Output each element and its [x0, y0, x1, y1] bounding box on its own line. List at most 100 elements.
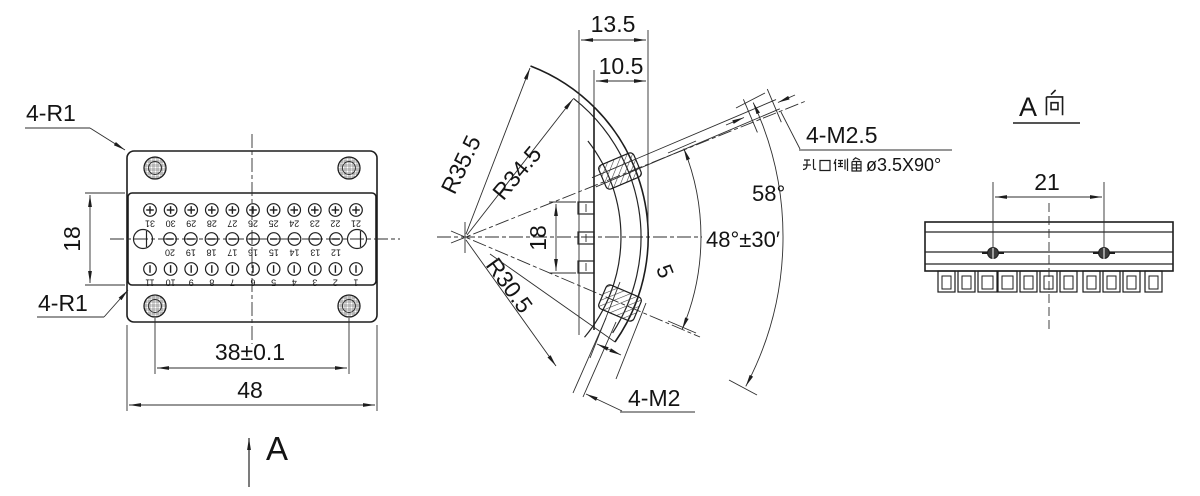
pin-number-18: 18 — [206, 248, 216, 258]
dim-18-label: 18 — [59, 226, 85, 252]
pin-number-22: 22 — [330, 219, 340, 229]
dim-height-18: 18 — [59, 192, 125, 286]
lower-thread-callout: 4-M2 — [572, 317, 695, 413]
pin-contact-27: 27 — [225, 203, 240, 229]
jack-screw-icon — [1093, 247, 1115, 259]
view-direction-arrow: A — [247, 430, 288, 487]
pin-contact-19: 19 — [183, 232, 198, 258]
pin-contact-30: 30 — [163, 203, 178, 229]
xiang-char-glyph — [1045, 89, 1064, 116]
pin-contact-26: 26 — [246, 203, 260, 229]
dim-21-label: 21 — [1034, 169, 1060, 195]
dim-38-label: 38±0.1 — [215, 339, 285, 365]
label-r345: R34.5 — [487, 141, 546, 205]
pin-contact-29: 29 — [184, 203, 199, 229]
right-view-a: A — [924, 89, 1174, 330]
label-58deg: 58° — [752, 181, 785, 206]
pin-contact-25: 25 — [266, 203, 281, 229]
dim-span-38: 38±0.1 — [154, 318, 350, 374]
bottom-edge — [489, 253, 616, 343]
pin-contact-4: 4 — [287, 262, 302, 288]
pin-number-8: 8 — [209, 278, 214, 288]
pin-contact-6: 6 — [246, 262, 260, 288]
upper-boss-hatched — [598, 152, 642, 190]
pin-contact-20: 20 — [163, 232, 177, 258]
pin-contact-31: 31 — [143, 203, 157, 229]
pin-number-29: 29 — [186, 219, 196, 229]
pin-number-4: 4 — [292, 278, 297, 288]
angle-58: 58° — [728, 92, 785, 396]
pin-contact-12: 12 — [329, 232, 343, 258]
pin-number-16: 16 — [248, 248, 258, 258]
terminal-tab — [957, 270, 976, 293]
screw-icon — [143, 156, 167, 180]
pin-contact-15: 15 — [266, 232, 281, 258]
pin-number-24: 24 — [289, 219, 299, 229]
callout-4r1-top: 4-R1 — [25, 100, 126, 151]
label-48deg: 48°±30′ — [706, 227, 780, 252]
pin-number-11: 11 — [145, 278, 154, 288]
chamfer-note-ascii: ø3.5X90° — [866, 155, 941, 175]
terminal-tab — [1082, 270, 1101, 293]
view-a-letter: A — [1019, 92, 1037, 122]
contact-tabs — [577, 201, 595, 274]
pin-contact-7: 7 — [225, 262, 240, 288]
dim-boss-5: 5 — [589, 261, 679, 380]
pin-number-3: 3 — [312, 278, 317, 288]
pin-contact-21: 21 — [349, 203, 363, 229]
pin-number-21: 21 — [351, 219, 361, 229]
pin-number-28: 28 — [207, 219, 217, 229]
pin-number-23: 23 — [310, 219, 320, 229]
pin-number-25: 25 — [269, 219, 279, 229]
dim-5-label: 5 — [651, 261, 679, 282]
jack-screw-icon — [982, 247, 1004, 259]
pin-number-6: 6 — [250, 278, 255, 288]
body-bottom-view — [924, 203, 1174, 330]
radius-leader-R35.5: R35.5 — [436, 67, 531, 235]
view-direction-letter: A — [266, 430, 288, 467]
connector-body-section — [489, 65, 649, 343]
dim-18-middle: 18 — [525, 201, 576, 274]
screw-icon — [337, 156, 361, 180]
pin-number-17: 17 — [227, 248, 237, 258]
dim-13.5: 13.5 — [578, 11, 649, 335]
dim-135-label: 13.5 — [591, 11, 636, 37]
angle-48: 48°±30′ — [667, 140, 780, 334]
terminal-tab-row — [937, 270, 1163, 293]
label-4m2: 4-M2 — [628, 385, 680, 411]
terminal-tab — [997, 270, 1018, 293]
radius-leader-R30.5: R30.5 — [465, 239, 557, 367]
terminal-tab — [937, 270, 956, 293]
pin-contact-14: 14 — [287, 232, 302, 258]
pin-contact-3: 3 — [307, 262, 322, 288]
pin-number-10: 10 — [166, 278, 176, 288]
pin-contact-2: 2 — [328, 262, 343, 288]
pin-contact-9: 9 — [184, 262, 199, 288]
pin-contact-24: 24 — [287, 203, 302, 229]
dim-10.5: 10.5 — [593, 53, 646, 107]
pin-number-15: 15 — [269, 248, 279, 258]
label-4r1-bottom: 4-R1 — [38, 290, 88, 316]
dim-21: 21 — [992, 169, 1105, 248]
pin-number-12: 12 — [331, 248, 341, 258]
middle-view-section: R35.5 R34.5 R30.5 — [436, 11, 952, 413]
terminal-tab — [1144, 270, 1163, 293]
guide-socket-right — [346, 228, 368, 250]
pin-number-31: 31 — [145, 219, 155, 229]
pin-number-2: 2 — [333, 278, 338, 288]
pin-number-20: 20 — [165, 248, 175, 258]
pin-number-1: 1 — [353, 278, 358, 288]
pin-contact-1: 1 — [349, 262, 363, 288]
lower-boss-hatched — [598, 284, 642, 322]
callout-4r1-bottom: 4-R1 — [37, 289, 129, 318]
pin-number-5: 5 — [271, 278, 276, 288]
label-r355: R35.5 — [436, 131, 486, 198]
dim-width-48: 48 — [126, 325, 378, 411]
guide-socket-left — [132, 228, 154, 250]
pin-contact-8: 8 — [204, 262, 219, 288]
terminal-tab — [977, 270, 998, 293]
